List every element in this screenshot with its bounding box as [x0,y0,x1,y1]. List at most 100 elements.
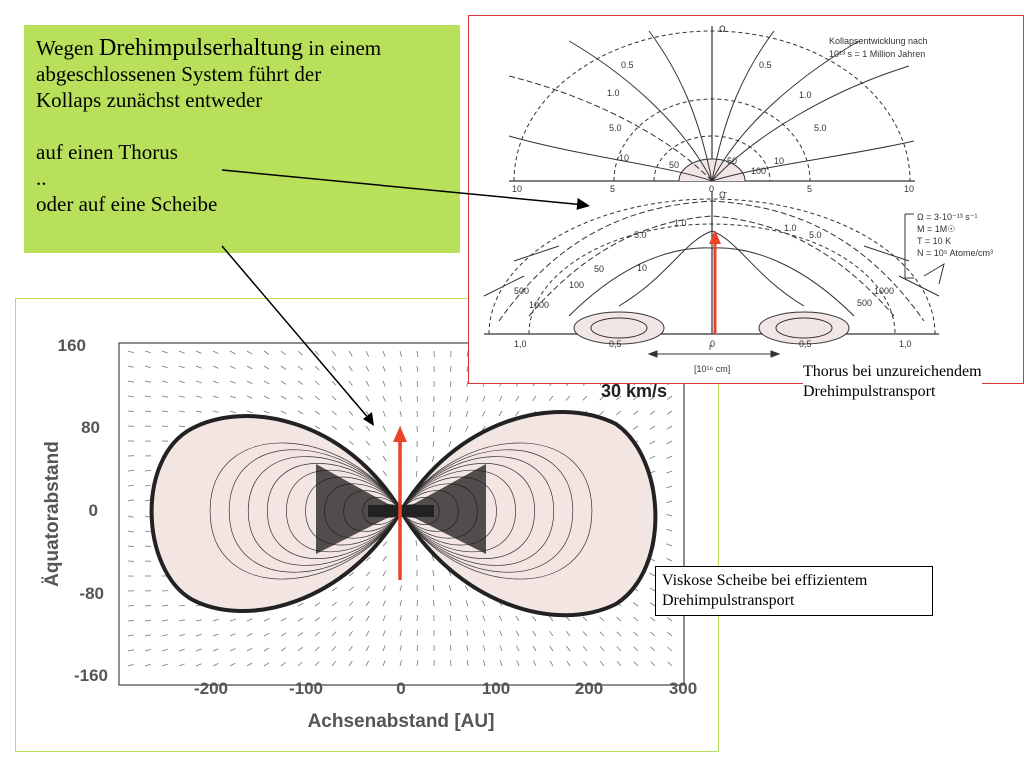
velocity-vector [566,660,571,667]
velocity-vector [666,455,673,459]
velocity-vector [127,619,134,622]
velocity-vector [161,425,169,427]
velocity-vector [616,395,622,401]
density-contour [286,469,402,553]
velocity-vector [161,663,168,667]
velocity-vector [649,440,656,445]
velocity-vector [449,630,452,637]
velocity-vector [331,425,338,430]
velocity-vector [399,350,402,357]
velocity-vector [263,662,270,667]
velocity-vector [466,630,469,637]
velocity-vector [144,395,151,398]
velocity-vector [127,499,134,502]
velocity-vector [212,648,219,652]
velocity-vector [144,649,151,652]
svg-text:0: 0 [710,339,715,349]
velocity-vector [650,646,656,652]
lower-outer-arc [488,198,936,335]
velocity-vector [633,395,639,401]
svg-text:1000: 1000 [529,300,549,310]
velocity-vector [449,600,452,607]
velocity-vector [161,350,168,354]
density-contour [400,469,516,553]
velocity-vector [481,600,486,607]
velocity-vector [466,350,469,357]
velocity-vector [127,365,134,368]
velocity-vector [666,395,673,400]
velocity-vector [649,425,656,430]
velocity-vector [178,648,185,652]
velocity-vector [632,410,639,415]
velocity-vector [212,410,219,413]
svg-text:1.0: 1.0 [607,88,620,98]
velocity-vector [382,585,387,592]
figure-title-line1: Kollapsentwicklung nach [829,36,928,46]
text-line-dots: .. [36,166,47,190]
velocity-vector [666,500,673,504]
param-mass: M = 1M☉ [917,224,955,234]
velocity-vector [549,645,554,652]
velocity-vector [582,631,588,637]
thorus-caption: Thorus bei unzureichendem Drehimpulstran… [803,362,982,402]
velocity-vector [667,661,673,667]
velocity-vector [532,660,537,667]
velocity-vector [280,632,287,637]
velocity-vector [348,630,353,637]
velocity-vector [498,395,503,402]
velocity-vector [399,380,402,387]
xtick-0: 0 [396,679,405,698]
velocity-vector [416,645,419,652]
velocity-vector [229,662,236,667]
density-contour [400,463,535,559]
velocity-vector [178,410,185,413]
velocity-vector [382,380,386,387]
ytick-80: 80 [81,418,100,437]
text-line-2: abgeschlossenen System führt der [36,62,322,86]
velocity-vector [650,631,656,637]
velocity-vector [632,602,639,607]
velocity-vector [144,350,151,354]
velocity-vector [127,530,134,533]
density-contour [400,449,574,573]
velocity-vector [583,660,588,667]
velocity-vector [212,365,219,369]
velocity-vector [515,410,520,417]
text-line-thorus: auf einen Thorus [36,140,178,164]
velocity-vector [466,365,469,372]
velocity-vector [466,645,469,652]
velocity-vector [432,440,435,447]
velocity-vector [178,365,185,369]
velocity-vector [482,645,486,652]
velocity-vector [212,380,219,384]
density-contour [400,456,555,566]
dense-disk-core [316,464,486,554]
velocity-vector [432,570,435,577]
velocity-vector [365,425,370,432]
velocity-vector [633,646,639,652]
velocity-vector [416,410,418,418]
velocity-vector [666,470,673,474]
velocity-vector [314,661,320,667]
velocity-vector [365,645,370,652]
velocity-vector [466,380,469,387]
velocity-vector [144,530,151,533]
velocity-vector [599,631,605,637]
velocity-vector [416,629,419,637]
velocity-vector [633,616,639,622]
velocity-vector [416,365,419,372]
velocity-vector [144,484,151,487]
velocity-vector [498,410,503,417]
svg-text:5.0: 5.0 [809,230,822,240]
velocity-vector [127,545,135,548]
velocity-vector [195,410,202,413]
velocity-vector [666,617,673,622]
velocity-vector [449,410,452,417]
velocity-vector [161,634,168,637]
svg-text:1.0: 1.0 [784,223,797,233]
velocity-vector [127,484,134,487]
velocity-vector [212,618,219,622]
density-contour [247,456,402,566]
velocity-vector [667,646,673,652]
velocity-vector [178,350,185,354]
